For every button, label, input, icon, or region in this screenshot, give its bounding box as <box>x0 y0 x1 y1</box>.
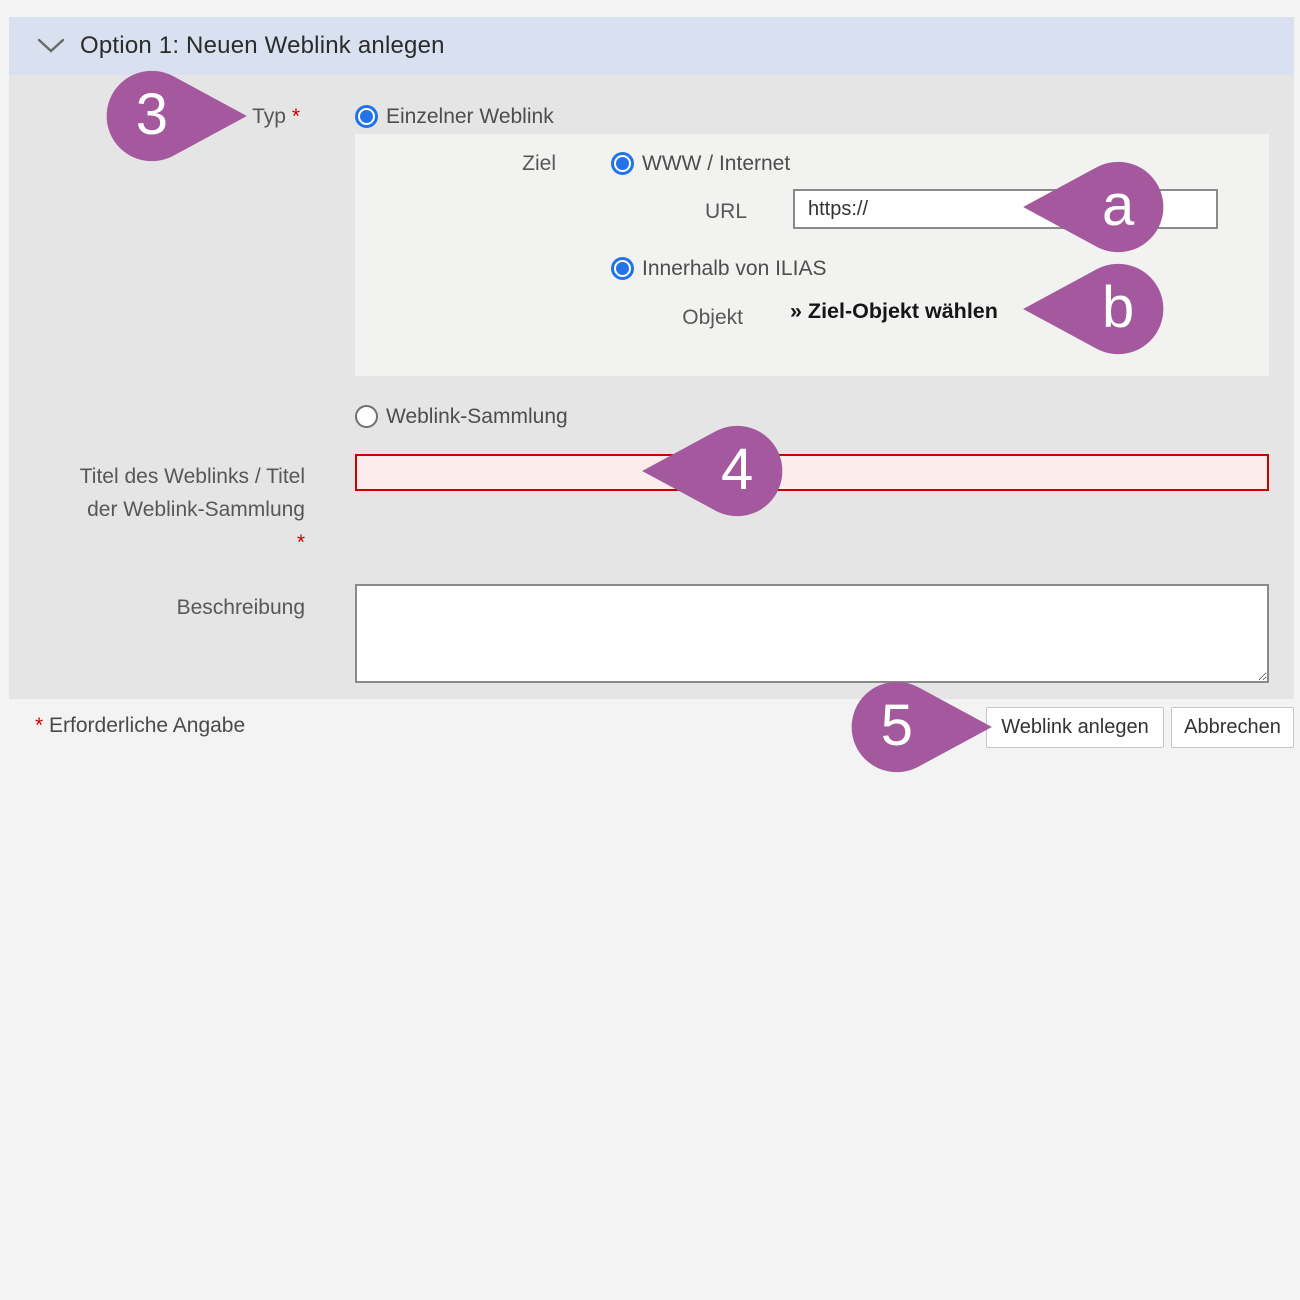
radio-innerhalb-ilias-label[interactable]: Innerhalb von ILIAS <box>642 257 827 280</box>
url-label: URL <box>704 200 747 223</box>
ziel-objekt-waehlen-link[interactable]: » Ziel-Objekt wählen <box>790 299 998 323</box>
beschreibung-label: Beschreibung <box>176 596 305 619</box>
accordion-header[interactable]: Option 1: Neuen Weblink anlegen <box>9 17 1294 75</box>
required-asterisk: * <box>35 714 44 737</box>
chevron-down-icon <box>37 38 65 53</box>
required-asterisk: * <box>296 531 305 554</box>
radio-einzelner-weblink[interactable] <box>355 105 378 128</box>
radio-einzelner-weblink-label[interactable]: Einzelner Weblink <box>386 105 554 128</box>
radio-www-internet-label[interactable]: WWW / Internet <box>642 152 791 175</box>
beschreibung-textarea[interactable] <box>355 584 1269 683</box>
ziel-label: Ziel <box>522 152 556 175</box>
objekt-label: Objekt <box>682 306 743 329</box>
radio-weblink-sammlung-label[interactable]: Weblink-Sammlung <box>386 405 568 428</box>
required-note: * Erforderliche Angabe <box>35 714 246 737</box>
titel-input[interactable] <box>355 454 1269 491</box>
typ-label: Typ * <box>252 105 300 128</box>
annotation-marker-label: 5 <box>880 692 914 758</box>
required-asterisk: * <box>291 105 300 128</box>
abbrechen-button[interactable]: Abbrechen <box>1171 707 1294 748</box>
radio-www-internet[interactable] <box>611 152 634 175</box>
accordion-title: Option 1: Neuen Weblink anlegen <box>80 32 445 59</box>
radio-weblink-sammlung[interactable] <box>355 405 378 428</box>
weblink-anlegen-button[interactable]: Weblink anlegen <box>986 707 1164 748</box>
titel-label: Titel des Weblinks / Titel der Weblink-S… <box>79 465 305 554</box>
url-input[interactable] <box>793 189 1218 229</box>
radio-innerhalb-ilias[interactable] <box>611 257 634 280</box>
